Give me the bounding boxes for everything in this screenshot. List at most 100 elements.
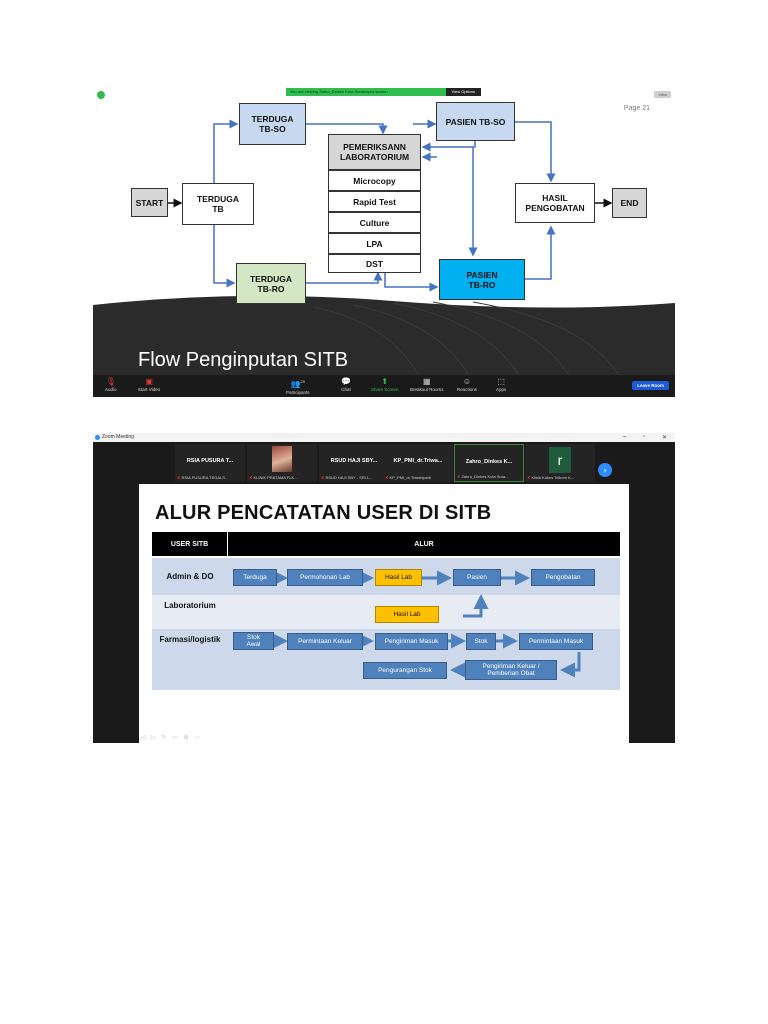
start-node: START — [131, 188, 168, 217]
share-screen-label: Share Screen — [371, 387, 399, 392]
step-pengurangan-stok: Pengurangan Stok — [363, 662, 447, 679]
participants-button[interactable]: 👥29 Participants — [286, 377, 310, 395]
terduga-tb-so-node: TERDUGA TB-SO — [239, 103, 306, 145]
step-lab-hasil-lab: Hasil Lab — [375, 606, 439, 623]
slide-title: Flow Penginputan SITB — [138, 349, 349, 371]
zoom-shared-screen-flowchart: You are viewing Zahro_Dinkes Kota Suraba… — [93, 87, 675, 397]
end-node: END — [612, 188, 647, 218]
maximize-icon[interactable]: ▫ — [643, 434, 646, 440]
participant-tile[interactable]: KLINIK PRATAMA FLK... — [247, 444, 317, 482]
participants-count: 29 — [300, 379, 305, 384]
zoom-meeting-window: Zoom Meeting – ▫ ✕ RSIA PUSURA T... RSIA… — [93, 433, 675, 743]
window-title: Zoom Meeting — [102, 434, 134, 440]
share-message: You are viewing Zahro_Dinkes Kota Suraba… — [286, 88, 446, 96]
participant-tile-active-speaker[interactable]: Zahro_Dinkes K... Zahro_Dinkes Kota Sura… — [454, 444, 524, 482]
pasien-tb-so-node: PASIEN TB-SO — [436, 102, 515, 141]
participant-name: Zahro_Dinkes K... — [465, 459, 513, 465]
security-shield-icon[interactable] — [97, 91, 105, 99]
chat-label: Chat — [341, 387, 351, 392]
header-user-sitb: USER SITB — [152, 532, 228, 556]
video-off-icon: ▣ — [145, 377, 153, 386]
breakout-rooms-label: Breakout Rooms — [410, 387, 444, 392]
row-label-farmasi: Farmasi/logistik — [159, 635, 221, 644]
slide-dark-wave — [93, 295, 675, 383]
pasien-tb-ro-node: PASIEN TB-RO — [439, 259, 525, 300]
header-alur: ALUR — [414, 540, 434, 548]
lab-item-microcopy: Microcopy — [328, 170, 421, 191]
slide-navigation-controls[interactable]: ◁ ▷ ✎ ▭ ⊕ ⋯ — [141, 735, 203, 741]
shared-slide: ALUR PENCATATAN USER DI SITB USER SITB A… — [139, 484, 629, 743]
apps-icon: ⬚ — [497, 377, 505, 386]
page-label: Page 21 — [623, 105, 650, 112]
participant-name: KP_PMI_dr.Triwa... — [393, 458, 443, 464]
lab-item-culture: Culture — [328, 212, 421, 233]
participant-tile[interactable]: KP_PMI_dr.Triwa... KP_PMI_dr.Triwahjoedi — [383, 444, 453, 482]
close-icon[interactable]: ✕ — [662, 435, 668, 441]
participant-name: RSUD HAJI SBY... — [330, 458, 378, 464]
step-permintaan-keluar: Permintaan Keluar — [287, 633, 363, 650]
participant-sub: KP_PMI_dr.Triwahjoedi — [385, 475, 451, 480]
row-label-admin: Admin & DO — [166, 572, 214, 581]
participant-strip: RSIA PUSURA T... RSIA PUSURA TEGALS... K… — [93, 442, 675, 484]
breakout-rooms-icon: ▦ — [422, 377, 431, 386]
reactions-label: Reactions — [457, 387, 478, 392]
participant-avatar: r — [549, 447, 571, 473]
view-options-button[interactable]: View Options — [445, 88, 481, 96]
terduga-tb-ro-node: TERDUGA TB-RO — [236, 263, 306, 304]
participant-name: RSIA PUSURA T... — [186, 458, 234, 464]
step-terduga: Terduga — [233, 569, 277, 586]
apps-label: Apps — [496, 387, 507, 392]
share-screen-icon: ⬆ — [381, 377, 389, 386]
reactions-icon: ☺ — [462, 377, 472, 386]
participant-video-image — [272, 446, 292, 472]
alur-arrows — [273, 570, 581, 678]
step-stok: Stok — [466, 633, 496, 650]
participant-tile[interactable]: RSUD HAJI SBY... RSUD HAJI SBY - SRI L..… — [319, 444, 389, 482]
minimize-icon[interactable]: – — [623, 434, 627, 440]
start-video-label: Start Video — [138, 387, 161, 392]
screen-share-banner: You are viewing Zahro_Dinkes Kota Suraba… — [286, 88, 481, 96]
row-label-laboratorium: Laboratorium — [164, 601, 216, 610]
start-video-button[interactable]: ▣ Start Video — [138, 377, 160, 392]
step-pasien: Pasien — [453, 569, 501, 586]
step-permintaan-masuk: Permintaan Masuk — [519, 633, 593, 650]
step-pengobatan: Pengobatan — [531, 569, 595, 586]
microphone-muted-icon: 🎙 — [105, 377, 116, 386]
participant-sub: RSUD HAJI SBY - SRI L... — [321, 475, 387, 480]
participants-label: Participants — [286, 389, 310, 395]
zoom-toolbar: 🎙 Audio ▣ Start Video 👥29 Participants 💬… — [93, 375, 675, 397]
table-header: USER SITB ALUR — [152, 532, 620, 556]
lab-item-lpa: LPA — [328, 233, 421, 254]
step-pengiriman-keluar: Pengiriman Keluar / Pemberian Obat — [465, 660, 557, 680]
participant-sub: Klinik Kokes Telkom K... — [527, 475, 593, 480]
audio-button[interactable]: 🎙 Audio — [105, 377, 117, 392]
terduga-tb-node: TERDUGA TB — [182, 183, 254, 225]
participant-tile[interactable]: r Klinik Kokes Telkom K... — [525, 444, 595, 482]
reactions-button[interactable]: ☺ Reactions — [457, 377, 477, 392]
window-titlebar: Zoom Meeting – ▫ ✕ — [93, 433, 675, 442]
hasil-pengobatan-node: HASIL PENGOBATAN — [515, 183, 595, 223]
share-screen-button[interactable]: ⬆ Share Screen — [371, 377, 399, 392]
step-pengiriman-masuk: Pengiriman Masuk — [375, 633, 448, 650]
step-permohonan-lab: Permohonan Lab — [287, 569, 363, 586]
chat-icon: 💬 — [341, 377, 351, 386]
pemeriksaan-lab-node: PEMERIKSANN LABORATORIUM — [328, 134, 421, 170]
lab-item-rapid-test: Rapid Test — [328, 191, 421, 212]
participant-sub: KLINIK PRATAMA FLK... — [249, 475, 315, 480]
step-hasil-lab: Hasil Lab — [375, 569, 422, 586]
slide-heading: ALUR PENCATATAN USER DI SITB — [155, 502, 492, 524]
step-stok-awal: Stok Awal — [233, 632, 274, 650]
next-participants-chevron-icon[interactable]: › — [598, 463, 612, 477]
participant-sub: Zahro_Dinkes Kota Sura... — [457, 474, 523, 479]
audio-label: Audio — [105, 387, 117, 392]
breakout-rooms-button[interactable]: ▦ Breakout Rooms — [410, 377, 444, 392]
zoom-logo-icon — [95, 435, 100, 440]
view-button[interactable]: View — [654, 91, 671, 98]
chat-button[interactable]: 💬 Chat — [341, 377, 351, 392]
apps-button[interactable]: ⬚ Apps — [496, 377, 506, 392]
participant-tile[interactable]: RSIA PUSURA T... RSIA PUSURA TEGALS... — [175, 444, 245, 482]
leave-room-button[interactable]: Leave Room — [632, 381, 669, 390]
participant-sub: RSIA PUSURA TEGALS... — [177, 475, 243, 480]
lab-item-dst: DST — [328, 254, 421, 273]
participants-icon: 👥29 — [290, 379, 305, 389]
